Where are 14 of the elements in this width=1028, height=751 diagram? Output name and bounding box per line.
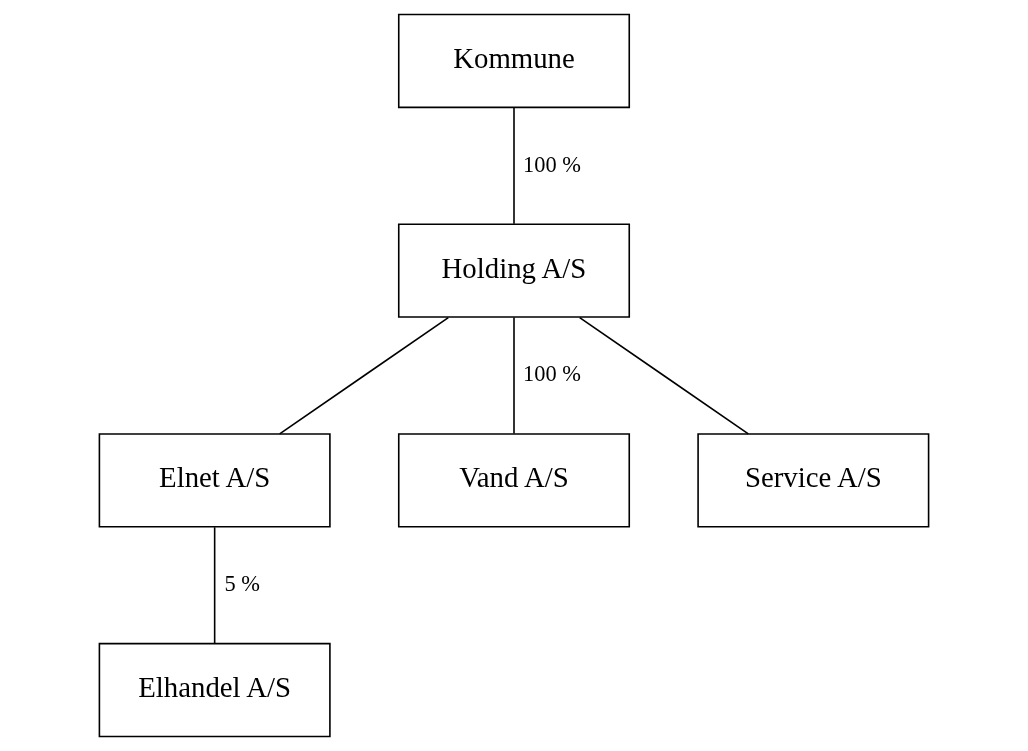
node-box: Kommune (397, 13, 631, 109)
connector (213, 526, 216, 645)
connector (278, 316, 450, 435)
edge-label: 5 % (224, 571, 261, 597)
node-box: Elnet A/S (98, 433, 331, 528)
edge-label: 100 % (523, 361, 581, 387)
node-box: Elhandel A/S (98, 642, 331, 738)
node-box: Holding A/S (397, 223, 631, 318)
connector (578, 316, 750, 435)
node-box: Vand A/S (397, 433, 631, 528)
connector (513, 107, 515, 225)
edge-label: 100 % (523, 151, 581, 177)
node-box: Service A/S (697, 433, 930, 528)
connector (513, 316, 515, 435)
